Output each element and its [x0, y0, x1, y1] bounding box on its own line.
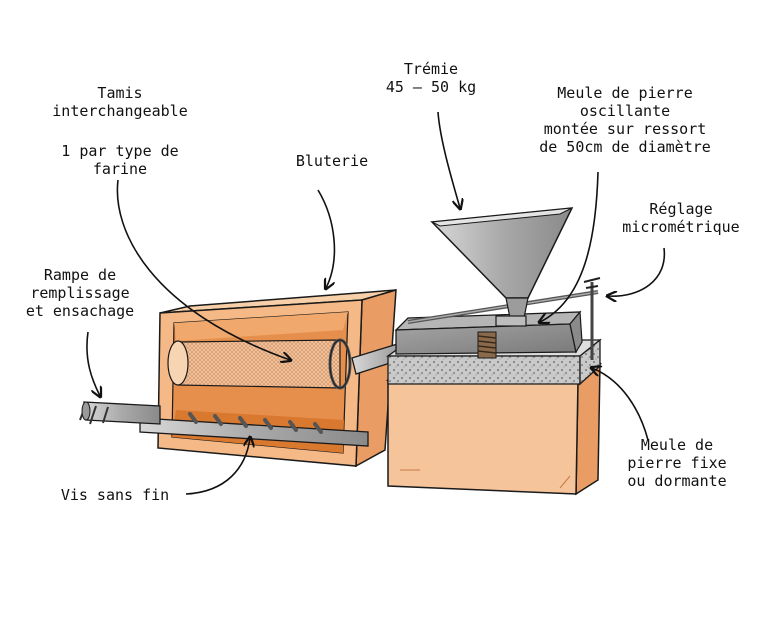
arrow-reglage	[608, 247, 666, 296]
label-tremie-line2: 45 – 50 kg	[385, 78, 477, 96]
arrow-meule-oscillante	[540, 171, 599, 322]
label-reglage-line1: Réglage	[649, 200, 713, 218]
label-rampe-line3: et ensachage	[25, 302, 135, 320]
label-tamis-line2: interchangeable	[52, 102, 188, 120]
label-bluterie-text: Bluterie	[295, 152, 369, 170]
label-tamis-note-line1: 1 par type de	[61, 142, 179, 160]
arrow-meule-fixe	[592, 368, 649, 441]
micrometric-adjuster	[407, 277, 601, 360]
label-tamis-note: 1 par type de farine	[30, 142, 210, 178]
label-reglage-line2: micrométrique	[622, 218, 740, 236]
arrow-vis	[185, 438, 250, 495]
label-tamis: Tamis interchangeable	[30, 84, 210, 120]
label-rampe: Rampe de remplissage et ensachage	[10, 266, 150, 320]
hopper	[430, 207, 574, 327]
sieve-drum	[167, 338, 352, 390]
label-tremie-line1: Trémie	[403, 60, 459, 78]
label-rampe-line1: Rampe de	[43, 266, 117, 284]
label-vis-text: Vis sans fin	[60, 486, 170, 504]
label-tamis-note-line2: farine	[92, 160, 148, 178]
leader-arrows	[86, 111, 666, 495]
arrow-tremie	[437, 111, 460, 208]
label-rampe-line2: remplissage	[30, 284, 130, 302]
label-tamis-line1: Tamis	[97, 84, 143, 102]
filling-ramp	[79, 401, 161, 425]
arrow-rampe	[86, 331, 100, 396]
label-bluterie: Bluterie	[282, 152, 382, 170]
label-meule-fixe-line1: Meule de	[640, 436, 714, 454]
label-meule-oscillante-line2: oscillante	[579, 102, 671, 120]
label-meule-oscillante-line1: Meule de pierre	[557, 84, 693, 102]
label-vis: Vis sans fin	[50, 486, 180, 504]
label-meule-fixe: Meule de pierre fixe ou dormante	[612, 436, 742, 490]
label-meule-oscillante: Meule de pierre oscillante montée sur re…	[520, 84, 730, 156]
label-meule-oscillante-line3: montée sur ressort	[543, 120, 707, 138]
label-meule-fixe-line3: ou dormante	[627, 472, 727, 490]
label-reglage: Réglage micrométrique	[606, 200, 756, 236]
label-tremie: Trémie 45 – 50 kg	[366, 60, 496, 96]
arrow-bluterie	[317, 189, 336, 288]
screw-conveyor	[139, 412, 369, 447]
label-meule-fixe-line2: pierre fixe	[627, 454, 727, 472]
arrow-tamis	[116, 179, 290, 360]
label-meule-oscillante-line4: de 50cm de diamètre	[539, 138, 711, 156]
spring	[477, 331, 497, 359]
